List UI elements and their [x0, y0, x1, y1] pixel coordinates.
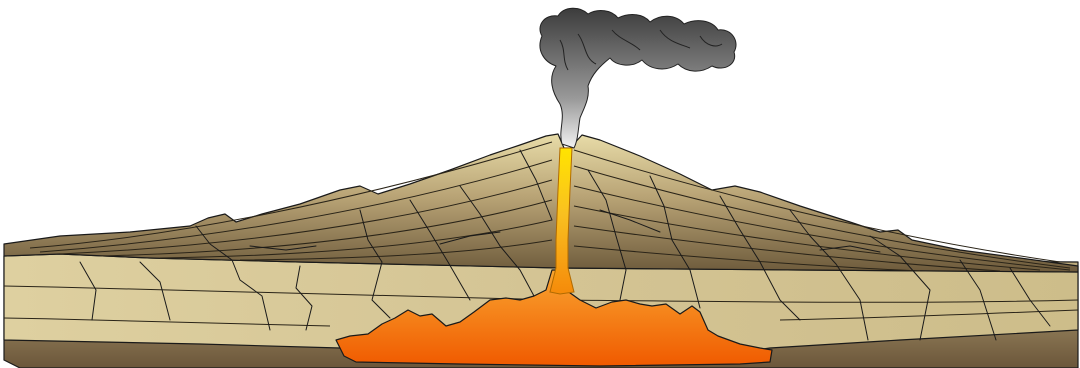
smoke-plume: [540, 8, 736, 148]
